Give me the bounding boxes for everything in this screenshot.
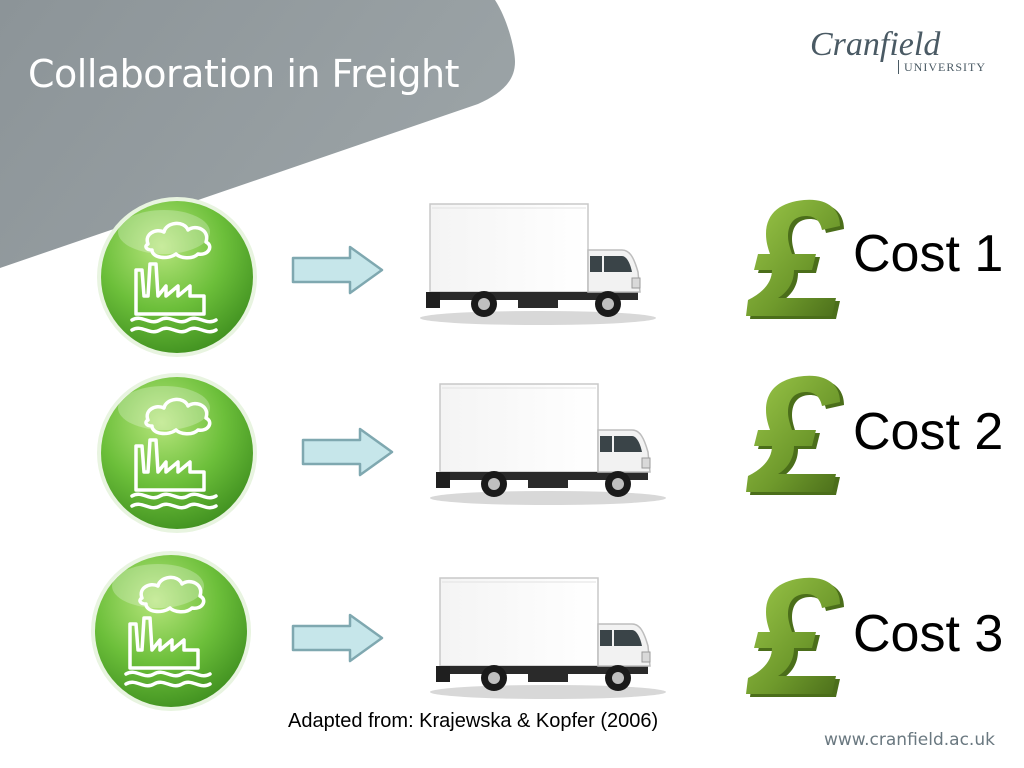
factory-icon bbox=[86, 546, 256, 716]
truck-icon bbox=[418, 200, 658, 330]
freight-row-2: Cost 2 bbox=[0, 368, 1024, 538]
pound-icon bbox=[740, 196, 844, 320]
cranfield-logo: Cranfield UNIVERSITY bbox=[810, 26, 1000, 78]
arrow-right-icon bbox=[300, 426, 396, 478]
slide-title: Collaboration in Freight bbox=[28, 52, 459, 96]
citation-text: Adapted from: Krajewska & Kopfer (2006) bbox=[288, 710, 659, 732]
truck-icon bbox=[428, 380, 668, 510]
cost-label: Cost 1 bbox=[853, 225, 1004, 283]
logo-divider bbox=[898, 60, 899, 74]
freight-row-1: Cost 1 bbox=[0, 192, 1024, 362]
logo-name: Cranfield bbox=[810, 26, 941, 63]
cost-label: Cost 3 bbox=[853, 605, 1004, 663]
cost-label: Cost 2 bbox=[853, 403, 1004, 461]
logo-subtitle: UNIVERSITY bbox=[904, 60, 986, 74]
factory-icon bbox=[92, 368, 262, 538]
freight-row-3: Cost 3 bbox=[0, 546, 1024, 716]
website-url[interactable]: www.cranfield.ac.uk bbox=[824, 730, 995, 750]
pound-icon bbox=[740, 574, 844, 698]
arrow-right-icon bbox=[290, 244, 386, 296]
arrow-right-icon bbox=[290, 612, 386, 664]
factory-icon bbox=[92, 192, 262, 362]
pound-icon bbox=[740, 372, 844, 496]
truck-icon bbox=[428, 574, 668, 704]
